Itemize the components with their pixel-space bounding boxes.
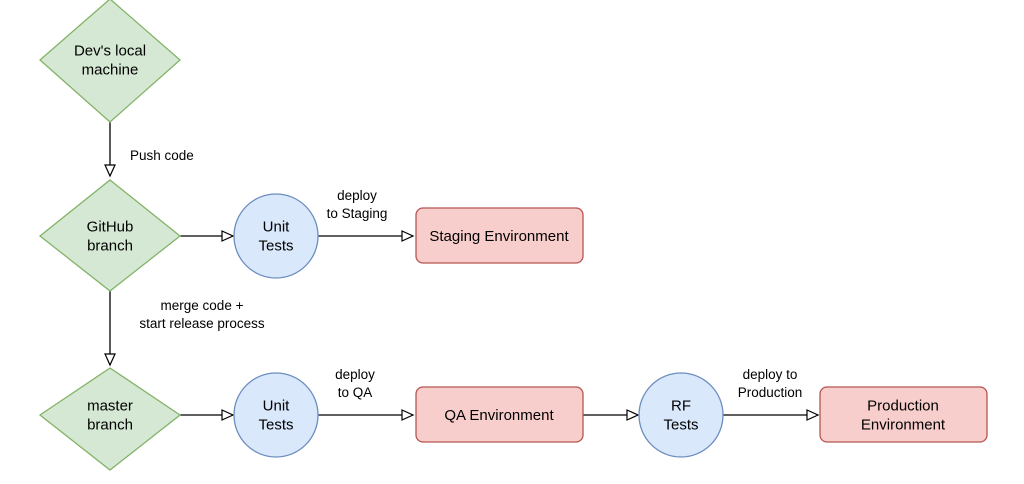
- staging-environment-label: Staging Environment: [429, 228, 569, 245]
- master-branch-label-line-1: master: [87, 398, 133, 415]
- unit-tests-staging-label-line-2: Tests: [258, 238, 293, 255]
- edge-label-merge-release-line-1: merge code +: [161, 298, 244, 313]
- staging-environment-box: [415, 207, 584, 264]
- edge-label-deploy-staging-line-1: deploy: [337, 188, 377, 203]
- dev-local-machine-label: Dev's local machine: [74, 43, 146, 79]
- edge-label-deploy-qa: deploy to QA: [335, 367, 375, 400]
- unit-tests-qa-label-line-2: Tests: [258, 417, 293, 434]
- rf-tests-label: RF Tests: [663, 398, 698, 434]
- dev-local-machine-label-line-1: Dev's local: [74, 43, 146, 60]
- edge-label-deploy-production-line-1: deploy to: [743, 367, 798, 382]
- edge-label-deploy-qa-line-2: to QA: [338, 385, 373, 400]
- node-staging-environment: Staging Environment: [415, 207, 584, 264]
- production-environment-label-line-1: Production: [867, 398, 939, 415]
- qa-environment-label: QA Environment: [444, 407, 554, 424]
- edge-labels: Push code deploy to Staging merge code + s…: [130, 148, 802, 400]
- github-branch-label-line-2: branch: [87, 238, 133, 255]
- master-branch-label-line-2: branch: [87, 417, 133, 434]
- unit-tests-qa-label-line-1: Unit: [263, 398, 291, 415]
- edge-label-deploy-staging: deploy to Staging: [327, 188, 388, 221]
- nodes: Dev's local machine GitHub branch master br…: [38, 0, 988, 471]
- edge-label-deploy-production: deploy to Production: [738, 367, 803, 400]
- unit-tests-qa-circle: [233, 372, 319, 458]
- unit-tests-staging-circle: [233, 193, 319, 279]
- edge-label-merge-release-line-2: start release process: [139, 316, 265, 331]
- rf-tests-label-line-1: RF: [671, 398, 691, 415]
- github-branch-diamond: [38, 179, 182, 292]
- node-rf-tests: RF Tests: [638, 372, 724, 458]
- master-branch-diamond: [38, 367, 182, 471]
- edge-label-push-code-line-1: Push code: [130, 148, 194, 163]
- node-master-branch: master branch: [38, 367, 182, 471]
- rf-tests-label-line-2: Tests: [663, 417, 698, 434]
- node-qa-environment: QA Environment: [415, 386, 584, 443]
- unit-tests-staging-label-line-1: Unit: [263, 219, 291, 236]
- node-dev-local-machine: Dev's local machine: [39, 0, 181, 123]
- node-github-branch: GitHub branch: [38, 179, 182, 292]
- edge-label-deploy-qa-line-1: deploy: [335, 367, 375, 382]
- edge-label-deploy-production-line-2: Production: [738, 385, 803, 400]
- dev-local-machine-diamond: [39, 0, 181, 123]
- master-branch-label: master branch: [87, 398, 133, 434]
- qa-environment-label-line-1: QA Environment: [444, 407, 554, 424]
- github-branch-label: GitHub branch: [87, 219, 134, 255]
- github-branch-label-line-1: GitHub: [87, 219, 134, 236]
- rf-tests-circle: [638, 372, 724, 458]
- dev-local-machine-label-line-2: machine: [82, 62, 139, 79]
- edges: [104, 122, 820, 421]
- edge-label-deploy-staging-line-2: to Staging: [327, 206, 388, 221]
- production-environment-label-line-2: Environment: [861, 417, 946, 434]
- qa-environment-box: [415, 386, 584, 443]
- edge-label-push-code: Push code: [130, 148, 194, 163]
- edge-label-merge-release: merge code + start release process: [139, 298, 265, 331]
- production-environment-box: [819, 386, 988, 443]
- staging-environment-label-line-1: Staging Environment: [429, 228, 569, 245]
